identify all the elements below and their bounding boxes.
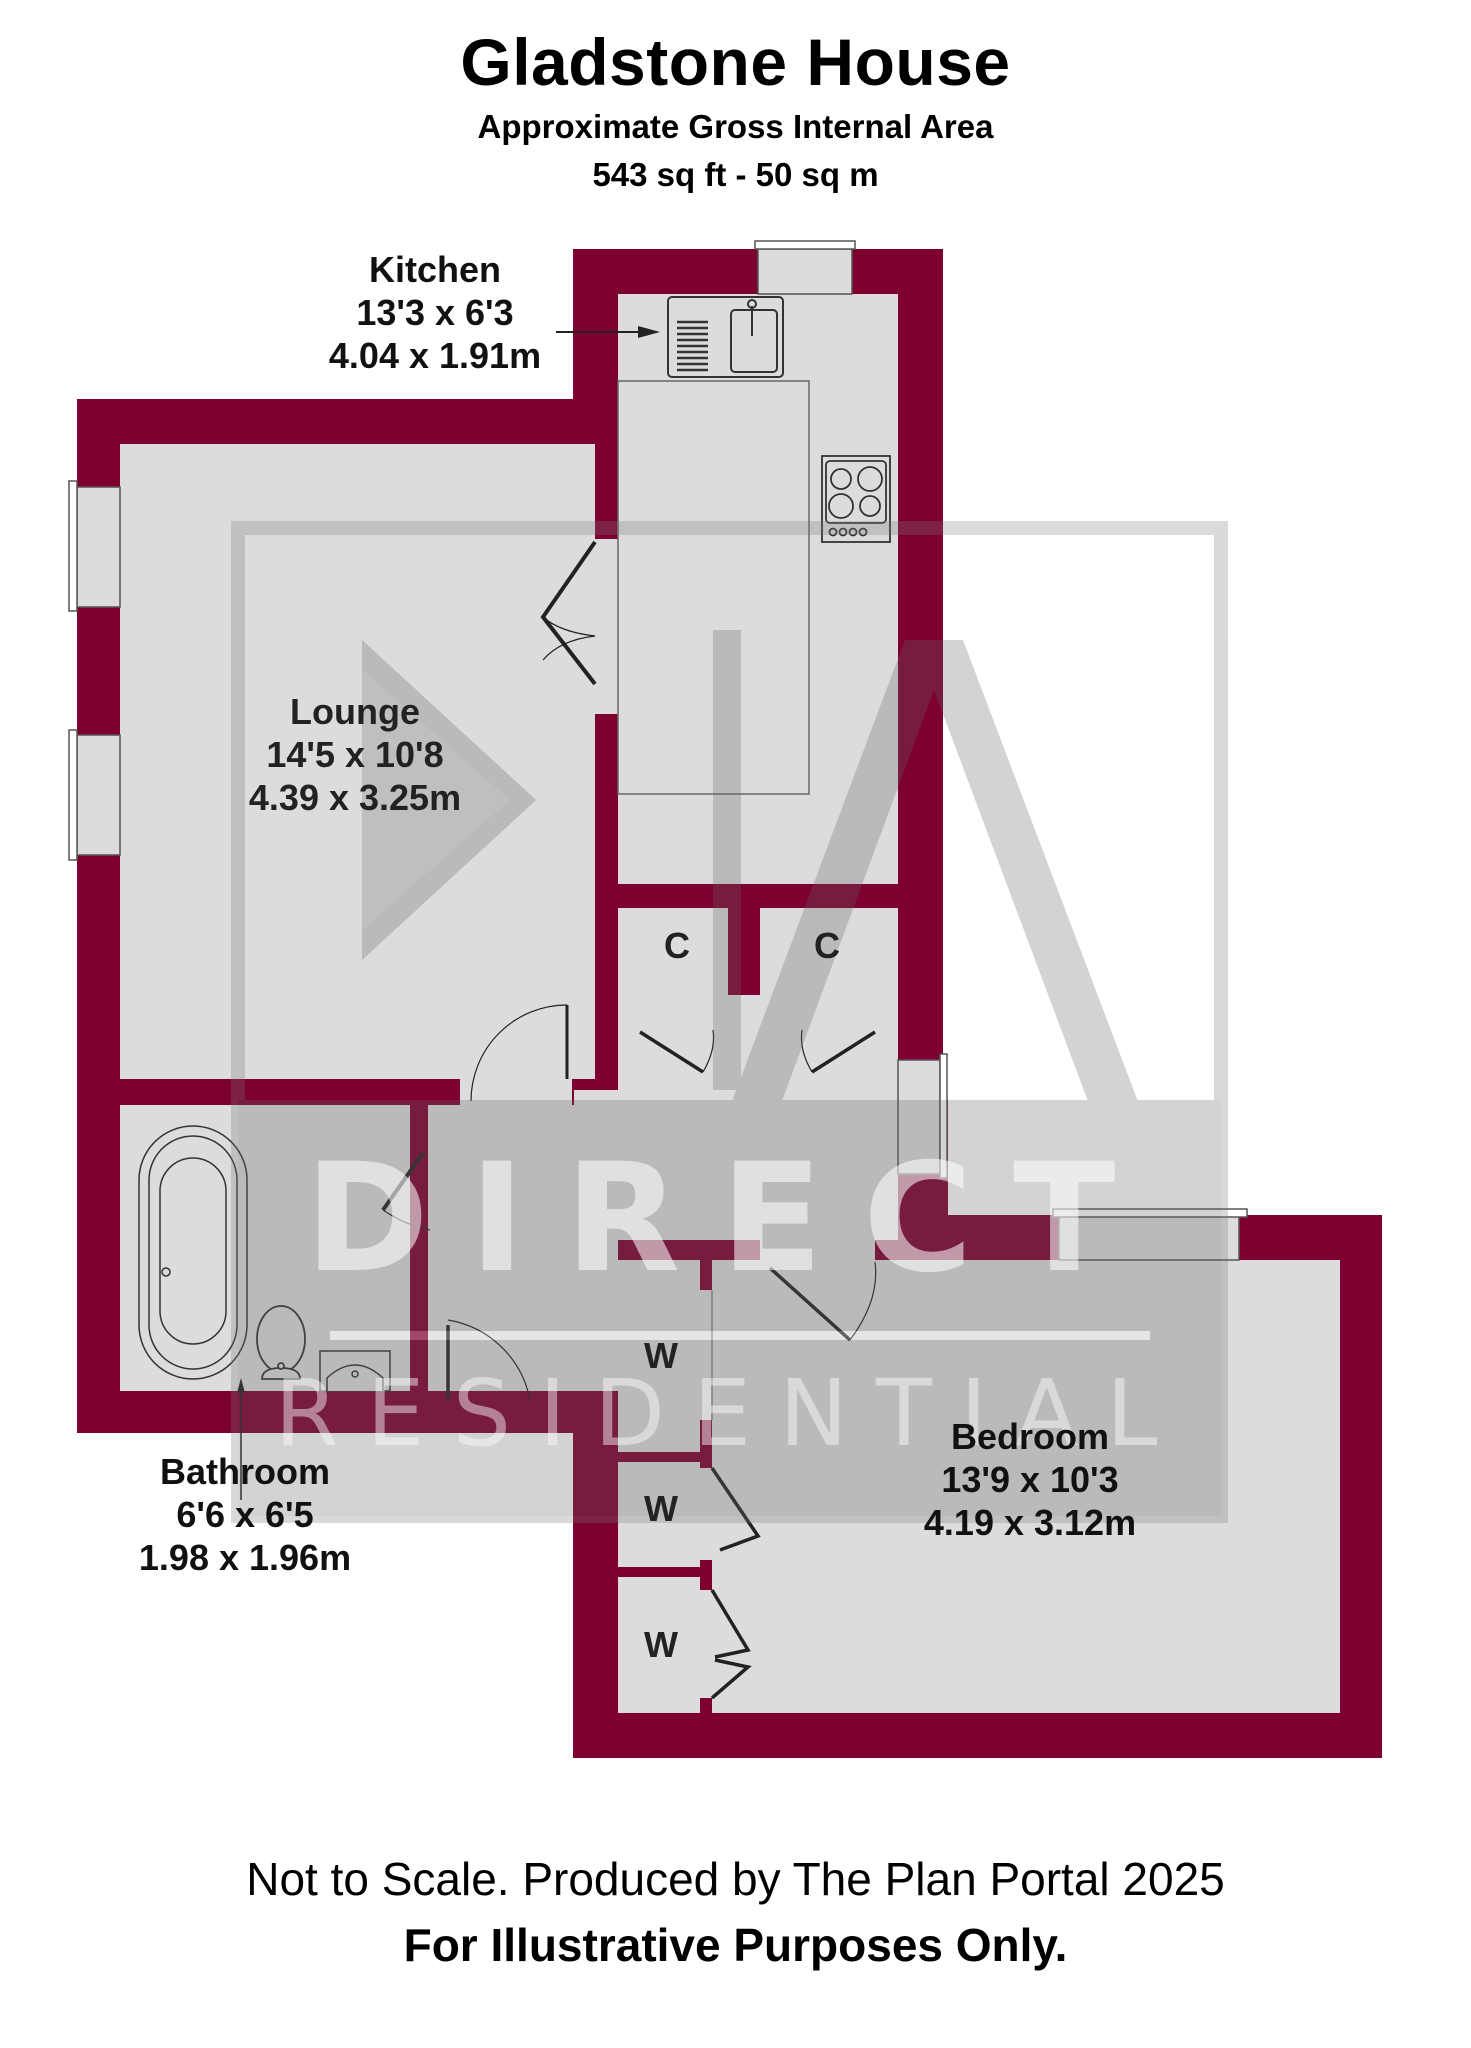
kitchen-metric: 4.04 x 1.91m [328, 335, 542, 377]
lounge-imperial: 14'5 x 10'8 [266, 734, 444, 776]
lounge-floor [120, 444, 595, 1079]
illustrative-note: For Illustrative Purposes Only. [403, 1919, 1068, 1971]
bath-icon [138, 1125, 248, 1380]
bathroom-label: Bathroom 6'6 x 6'5 1.98 x 1.96m [110, 1450, 380, 1580]
wardrobes [618, 1260, 708, 1713]
bathroom-imperial: 6'6 x 6'5 [176, 1494, 314, 1536]
bathroom-metric: 1.98 x 1.96m [138, 1537, 352, 1579]
watermark-logo [231, 521, 1228, 1523]
bedroom-label: Bedroom 13'9 x 10'3 4.19 x 3.12m [900, 1415, 1160, 1545]
bedroom-floor [618, 1260, 1340, 1713]
lounge-metric: 4.39 x 3.25m [248, 777, 462, 819]
window-lounge-1 [76, 486, 121, 608]
window-kitchen [757, 248, 853, 295]
basin-icon [319, 1350, 391, 1392]
kitchen-name: Kitchen [368, 249, 501, 290]
window-lounge-2 [76, 734, 121, 856]
bathroom-arrow-icon [237, 1378, 245, 1500]
cupboard-2-floor [760, 908, 898, 1008]
kitchen-floor [618, 294, 898, 884]
bedroom-metric: 4.19 x 3.12m [923, 1502, 1137, 1544]
kitchen-sink-icon [667, 296, 784, 378]
cupboard-1-floor [618, 908, 728, 1008]
plan-title: Gladstone House [460, 25, 1011, 99]
bedroom-name: Bedroom [950, 1416, 1109, 1457]
wardrobe-label-3: W [644, 1624, 678, 1665]
area-label: Approximate Gross Internal Area [477, 108, 994, 145]
bedroom-imperial: 13'9 x 10'3 [941, 1459, 1119, 1501]
wardrobe-label-2: W [644, 1488, 678, 1529]
cupboard-label-2: C [814, 925, 840, 966]
kitchen-arrow-icon [556, 326, 660, 338]
window-bedroom [1058, 1214, 1240, 1261]
doors [381, 540, 877, 1700]
kitchen-label: Kitchen 13'3 x 6'3 4.04 x 1.91m [300, 248, 570, 378]
watermark-text-residential: RESIDENTIAL [275, 1360, 1186, 1467]
window-hall [897, 1059, 941, 1175]
hob-icon [821, 455, 891, 543]
toilet-icon [256, 1305, 306, 1380]
watermark-text-direct: DIRECT [305, 1132, 1156, 1306]
disclaimer-text: Not to Scale. Produced by The Plan Porta… [246, 1853, 1225, 1905]
wardrobe-label-1: W [644, 1335, 678, 1376]
floors [120, 294, 1340, 1713]
lounge-label: Lounge 14'5 x 10'8 4.39 x 3.25m [220, 690, 490, 820]
windows [68, 240, 1248, 1261]
cupboard-label-1: C [664, 925, 690, 966]
bathroom-name: Bathroom [160, 1451, 330, 1492]
area-value: 543 sq ft - 50 sq m [592, 156, 879, 193]
kitchen-worktop [617, 380, 810, 795]
hall-floor [618, 995, 898, 1240]
lounge-name: Lounge [290, 691, 420, 732]
kitchen-imperial: 13'3 x 6'3 [356, 292, 514, 334]
